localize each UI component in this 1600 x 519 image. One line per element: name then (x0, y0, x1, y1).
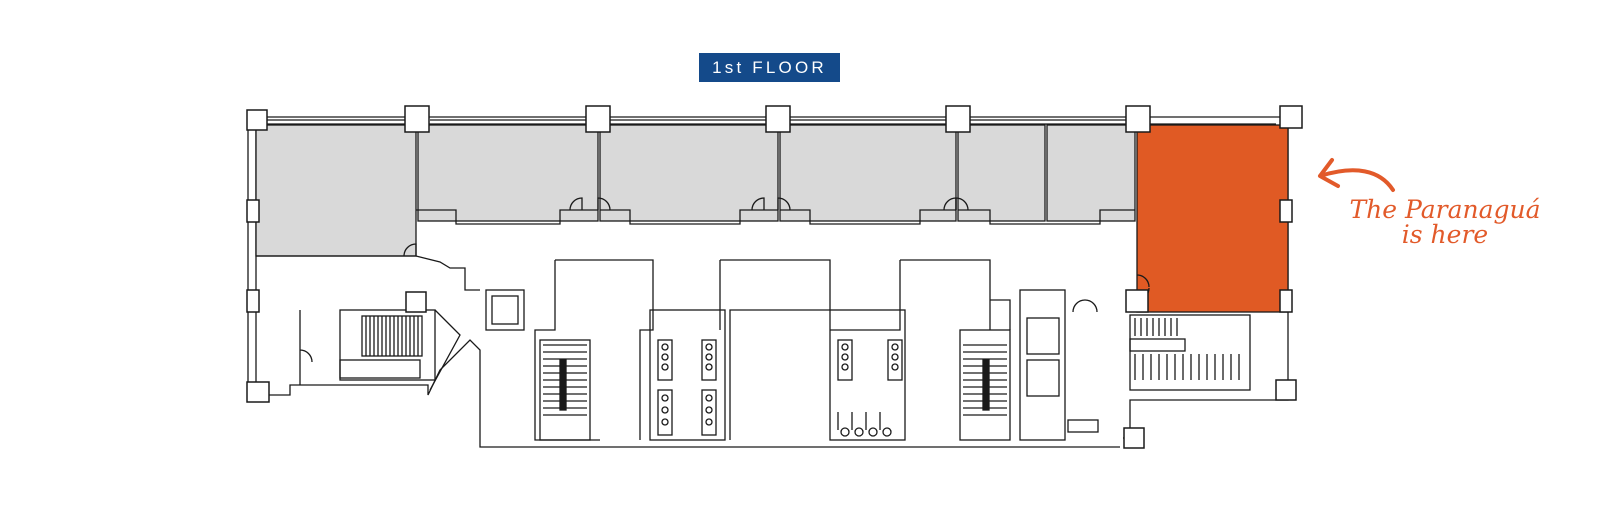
column-icon (246, 105, 1303, 449)
office-room-5 (957, 124, 1046, 222)
callout-line-1: The Paranaguá (1349, 195, 1541, 224)
door-swing-icon (569, 197, 583, 211)
office-room-4 (779, 124, 957, 222)
elevator-icon (1019, 289, 1066, 441)
office-room-6 (1046, 124, 1136, 222)
office-room-1 (255, 124, 417, 257)
floor-title-badge: 1st FLOOR (699, 53, 840, 82)
office-room-3 (599, 124, 779, 222)
arrow-curved-icon (1318, 158, 1395, 192)
toilet-icon (837, 339, 853, 381)
callout-line-2: is here (1401, 220, 1489, 249)
office-room-2 (417, 124, 599, 222)
stairs-icon (339, 309, 436, 381)
highlighted-room-paranagua (1136, 124, 1289, 313)
stairs-icon (1129, 314, 1251, 391)
stairs-icon (539, 339, 591, 441)
elevator-icon (485, 289, 525, 331)
toilet-icon (657, 339, 673, 381)
location-callout: The Paranaguá is here (1330, 197, 1560, 247)
stairs-icon (959, 329, 1011, 441)
